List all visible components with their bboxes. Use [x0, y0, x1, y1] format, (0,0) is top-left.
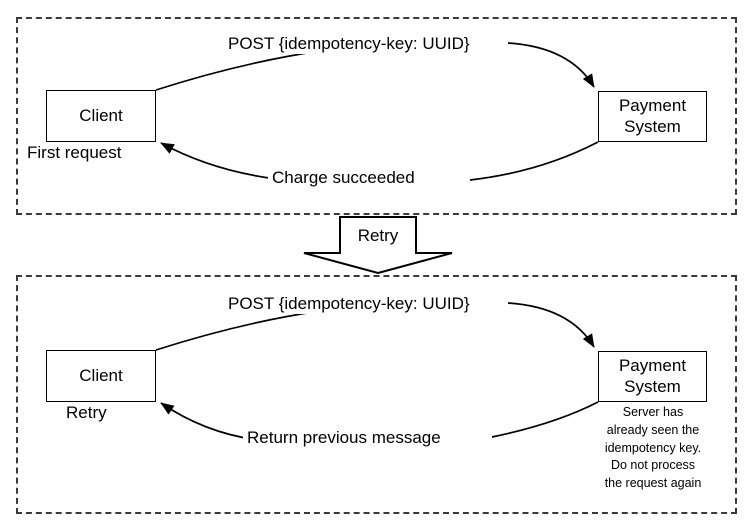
panel-retry: [16, 275, 737, 514]
client-caption-retry: Retry: [66, 403, 107, 422]
retry-connector-label: Retry: [357, 226, 399, 245]
panel-first-request: [16, 17, 737, 215]
note-line-3: idempotency key.: [604, 440, 702, 455]
client-node-first-request[interactable]: Client: [46, 90, 156, 142]
payment-node-label-line2: System: [624, 376, 681, 396]
client-node-label: Client: [79, 105, 123, 125]
payment-node-label-line1: Payment: [618, 356, 687, 376]
edge-label-response-retry: Return previous message: [243, 428, 445, 448]
payment-system-node-retry[interactable]: Payment System: [598, 351, 707, 402]
payment-node-label-line2: System: [624, 116, 681, 136]
note-line-5: the request again: [604, 476, 702, 490]
edge-label-request-first: POST {idempotency-key: UUID}: [224, 34, 474, 54]
edge-label-request-retry: POST {idempotency-key: UUID}: [224, 294, 474, 314]
payment-system-note: Server has already seen the idempotency …: [588, 404, 718, 493]
edge-label-response-first: Charge succeeded: [268, 168, 419, 188]
payment-system-node-first-request[interactable]: Payment System: [598, 91, 707, 142]
client-node-retry[interactable]: Client: [46, 350, 156, 402]
client-node-label: Client: [79, 365, 123, 385]
note-line-4: Do not process: [610, 458, 696, 473]
client-caption-first-request: First request: [27, 143, 122, 162]
note-line-2: already seen the: [606, 422, 700, 437]
note-line-1: Server has: [622, 405, 684, 419]
payment-node-label-line1: Payment: [618, 96, 687, 116]
retry-block-arrow-icon: [303, 216, 453, 274]
